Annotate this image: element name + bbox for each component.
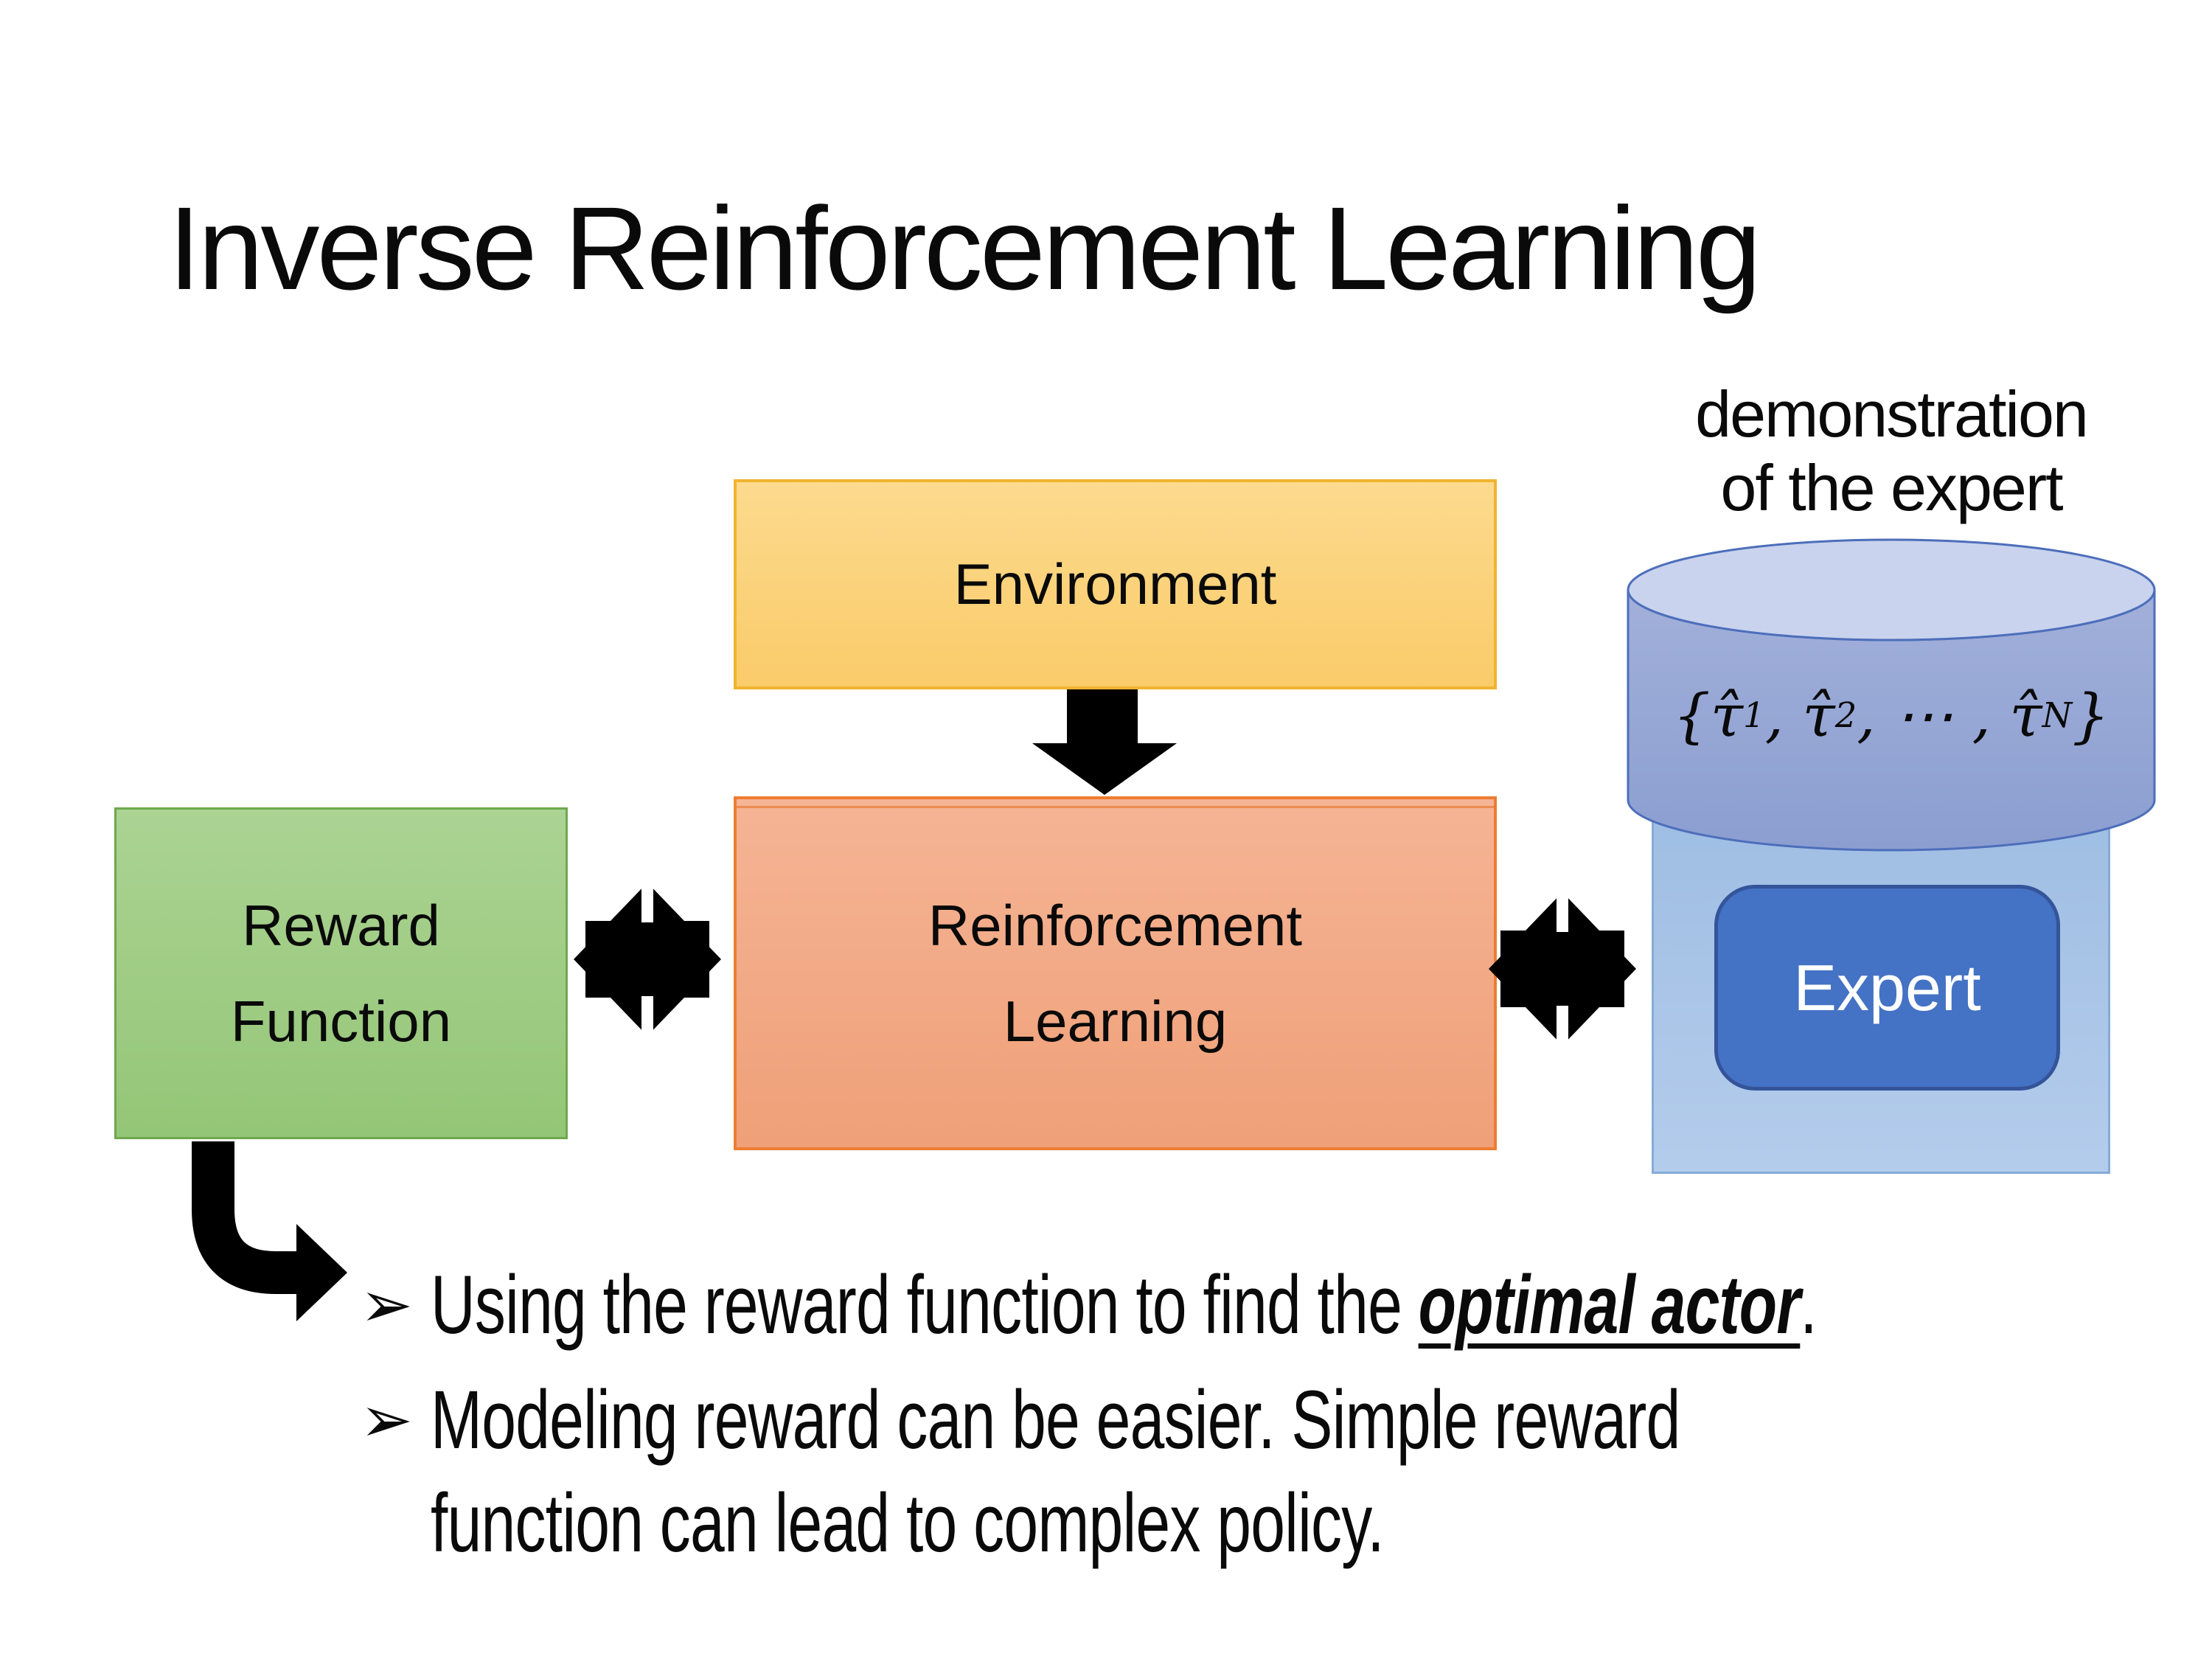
double-arrow-left [574, 881, 721, 1037]
expert-label: Expert [1793, 950, 1981, 1024]
reward-function-label: Reward Function [231, 877, 451, 1069]
double-arrow-right [1489, 891, 1636, 1047]
reward-function-label-line1: Reward [242, 893, 440, 958]
reinforcement-learning-label: Reinforcement Learning [928, 877, 1302, 1069]
demonstration-caption-line2: of the expert [1720, 451, 2063, 524]
elbow-arrow [192, 1141, 347, 1321]
bullet-item-1: ➢ Using the reward function to find the … [360, 1253, 2212, 1357]
bullet1-prefix: Using the reward function to find the [431, 1259, 1419, 1351]
expert-box: Expert [1714, 885, 2060, 1091]
bullet2-line2: function can lead to complex policy. [431, 1477, 1385, 1569]
trajectory-subscript: 1 [1743, 695, 1765, 735]
trajectory-subscript: N [2042, 695, 2073, 735]
bullet-item-2: ➢ Modeling reward can be easier. Simple … [360, 1368, 2096, 1575]
bullet-text: Modeling reward can be easier. Simple re… [431, 1368, 2096, 1575]
down-arrow [1032, 689, 1177, 795]
reinforcement-learning-box: Reinforcement Learning [734, 796, 1497, 1150]
demonstration-caption-line1: demonstration [1695, 378, 2089, 451]
environment-box: Environment [734, 479, 1497, 689]
reinforcement-learning-label-line2: Learning [1003, 989, 1228, 1054]
reward-function-box: Reward Function [114, 807, 568, 1139]
reward-function-label-line2: Function [230, 989, 452, 1054]
bullet1-suffix: . [1800, 1259, 1817, 1351]
reinforcement-learning-label-line1: Reinforcement [928, 893, 1303, 958]
bullet1-emphasis: optimal actor [1418, 1259, 1801, 1351]
bullet-marker: ➢ [360, 1383, 414, 1457]
trajectory-formula: {τ̂1, τ̂2, ⋯ , τ̂N} [1672, 681, 2110, 750]
cylinder-top [1627, 538, 2156, 641]
trajectory-subscript: 2 [1834, 695, 1857, 735]
bullet-marker: ➢ [360, 1268, 414, 1342]
demonstration-caption: demonstration of the expert [1644, 378, 2138, 525]
bullet2-line1: Modeling reward can be easier. Simple re… [431, 1374, 1680, 1466]
slide-title: Inverse Reinforcement Learning [168, 182, 1761, 314]
bullet-text: Using the reward function to find the op… [431, 1253, 2212, 1357]
environment-label: Environment [953, 552, 1277, 616]
